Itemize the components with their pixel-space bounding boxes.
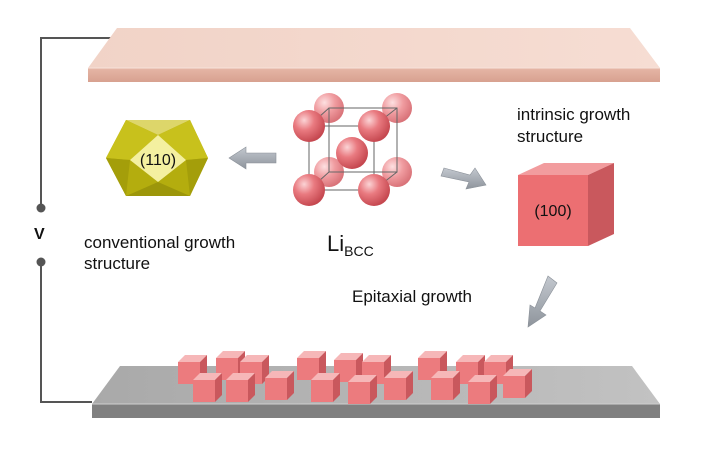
arrow-epitaxial (527, 275, 558, 328)
deposit-cube (193, 373, 222, 402)
voltage-label: V (34, 226, 45, 243)
intrinsic-label-line2: structure (517, 127, 584, 146)
arrow-to-conventional (228, 146, 277, 170)
bcc-unit-cell (293, 93, 412, 206)
epitaxial-label: Epitaxial growth (352, 287, 473, 306)
conventional-label-line1: conventional growth (84, 233, 236, 252)
li-main-text: Li (327, 231, 345, 256)
deposit-cube (431, 371, 460, 400)
deposit-cube (503, 369, 532, 398)
facet-100-label: (100) (534, 203, 571, 220)
intrinsic-label-line1: intrinsic growth (517, 105, 631, 124)
conventional-label-line2: structure (84, 254, 151, 273)
epitaxial-deposits (178, 351, 532, 404)
arrow-to-intrinsic (440, 167, 487, 190)
conventional-polyhedron-110 (106, 120, 208, 196)
deposit-cube (311, 373, 340, 402)
facet-110-label: (110) (140, 152, 176, 169)
deposit-cube (265, 371, 294, 400)
intrinsic-cube-100 (518, 163, 614, 246)
deposit-cube (297, 351, 326, 380)
top-electrode-plate (88, 28, 660, 82)
li-subscript: BCC (344, 243, 374, 259)
li-bcc-label: LiBCC (327, 233, 374, 262)
deposit-cube (348, 375, 377, 404)
circuit-wire (36, 37, 127, 403)
deposit-cube (468, 375, 497, 404)
deposit-cube (384, 371, 413, 400)
deposit-cube (226, 373, 255, 402)
